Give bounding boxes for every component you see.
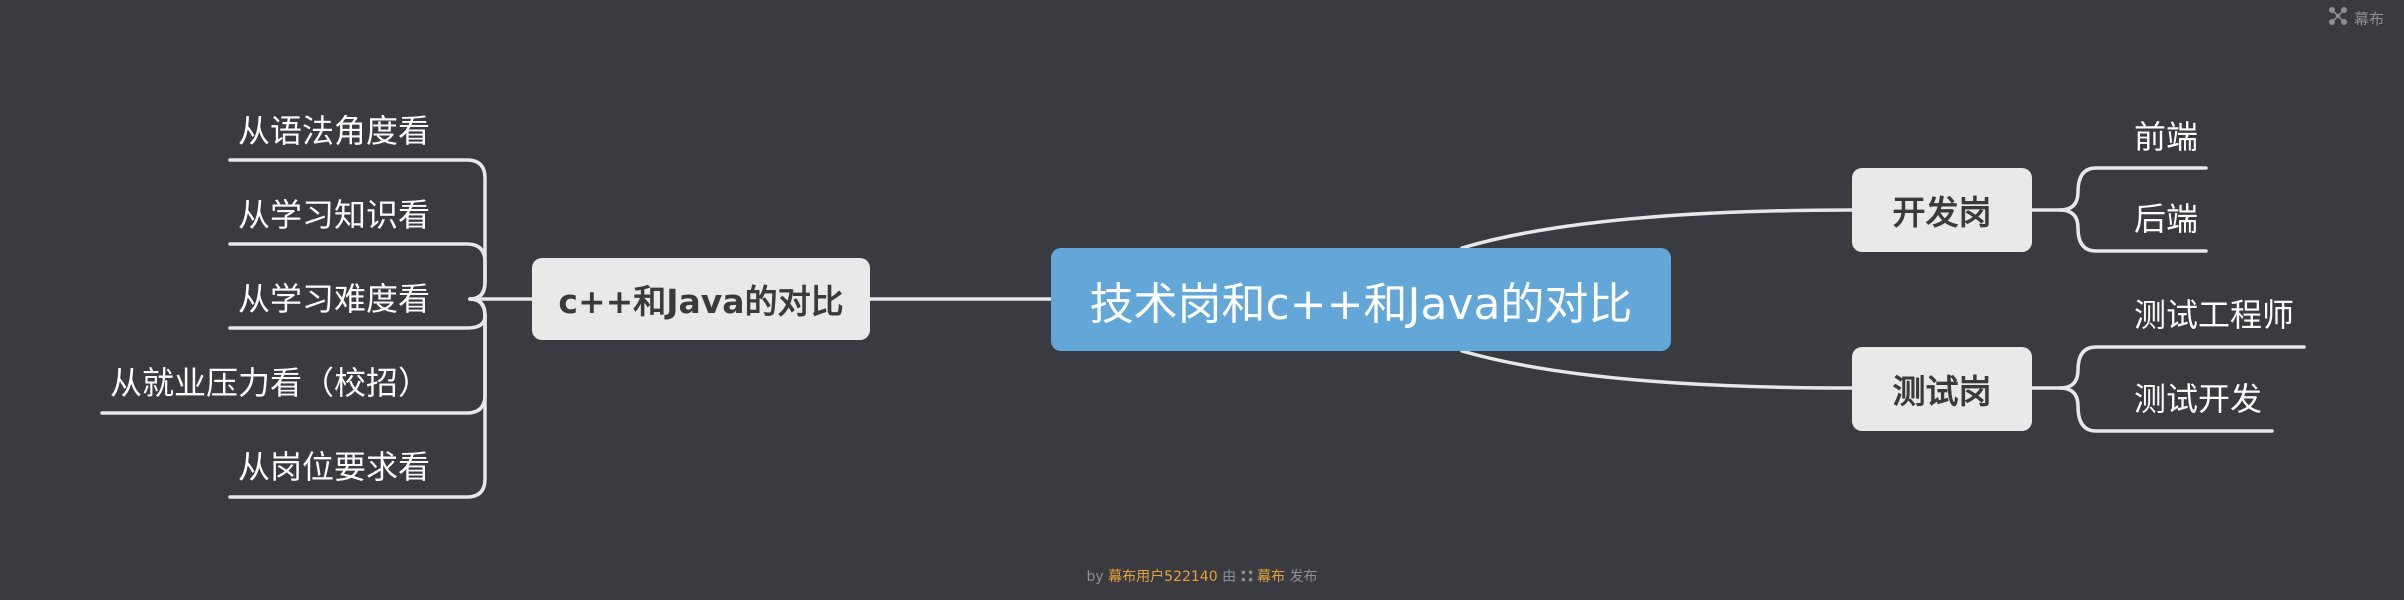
leaf-node[interactable]: 从学习难度看	[238, 272, 430, 322]
branch-label: 开发岗	[1892, 193, 1992, 232]
leaf-label: 从岗位要求看	[238, 448, 431, 486]
footer-credit: by 幕布用户522140 由 幕布 发布	[0, 566, 2404, 586]
leaf-label: 从就业压力看（校招）	[110, 364, 431, 402]
footer-via: 由	[1222, 569, 1237, 585]
leaf-label: 从学习难度看	[238, 280, 431, 318]
mubu-logo-icon	[2328, 6, 2348, 30]
branch-label: c++和Java的对比	[558, 282, 844, 321]
brand-label: 幕布	[2353, 9, 2384, 28]
branch-node-testing[interactable]: 测试岗	[1852, 347, 2032, 431]
footer-action: 发布	[1289, 569, 1318, 585]
leaf-node[interactable]: 后端	[2134, 192, 2198, 242]
mubu-logo-icon	[1241, 569, 1257, 585]
leaf-node[interactable]: 测试开发	[2134, 372, 2262, 422]
root-node[interactable]: 技术岗和c++和Java的对比	[1051, 248, 1671, 351]
leaf-node[interactable]: 从岗位要求看	[238, 440, 430, 490]
leaf-node[interactable]: 前端	[2134, 110, 2198, 160]
brand-logo[interactable]: 幕布	[2328, 6, 2384, 30]
leaf-label: 测试工程师	[2134, 296, 2295, 334]
footer-by: by	[1086, 569, 1104, 585]
leaf-label: 测试开发	[2134, 380, 2263, 418]
leaf-label: 从学习知识看	[238, 196, 431, 234]
branch-node-development[interactable]: 开发岗	[1852, 168, 2032, 252]
leaf-label: 前端	[2134, 118, 2199, 156]
footer-user-link[interactable]: 幕布用户522140	[1108, 569, 1218, 585]
leaf-node[interactable]: 从就业压力看（校招）	[110, 356, 430, 406]
branch-node-cpp-java[interactable]: c++和Java的对比	[532, 258, 870, 340]
leaf-label: 后端	[2134, 200, 2199, 238]
branch-label: 测试岗	[1892, 372, 1992, 411]
root-label: 技术岗和c++和Java的对比	[1089, 278, 1633, 330]
leaf-node[interactable]: 从语法角度看	[238, 104, 430, 154]
footer-app-link[interactable]: 幕布	[1256, 569, 1285, 585]
leaf-node[interactable]: 测试工程师	[2134, 288, 2294, 338]
leaf-label: 从语法角度看	[238, 112, 431, 150]
leaf-node[interactable]: 从学习知识看	[238, 188, 430, 238]
